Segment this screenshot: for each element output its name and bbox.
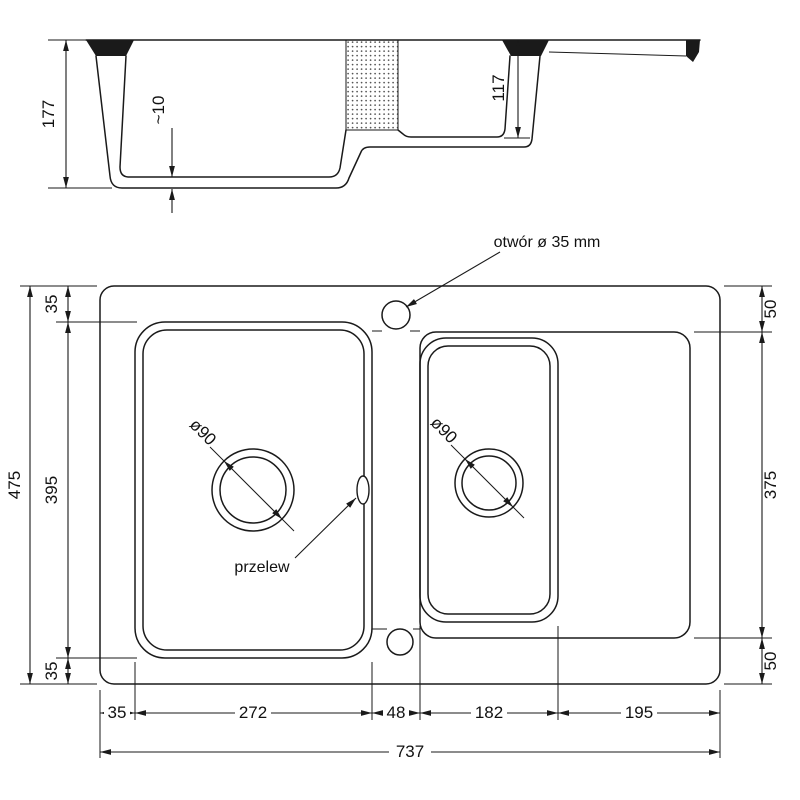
dim-bottom-chain: 35 272 48 182 195	[99, 626, 721, 758]
section-right-rim	[502, 40, 549, 56]
plan-view: ø90 ø90 przelew otwór ø 35 mm	[99, 234, 721, 685]
dim-bottom-4-label: 182	[475, 703, 503, 722]
small-drain-inner	[461, 455, 517, 511]
main-drain-inner	[219, 456, 287, 524]
section-drainboard-end	[686, 40, 700, 62]
section-drainboard-underside	[548, 51, 687, 57]
dim-depth-main-label: 177	[39, 100, 58, 128]
dim-bottom-thickness-label: ~10	[149, 96, 168, 125]
dim-depth-small-label: 117	[489, 74, 508, 101]
small-drain-diameter-label: ø90	[427, 413, 461, 447]
main-bowl-outer	[134, 321, 373, 659]
small-drain-outer	[454, 448, 524, 518]
dim-bottom-5-label: 195	[625, 703, 653, 722]
dim-overall-width-label: 737	[396, 742, 424, 761]
hole-annotation: otwór ø 35 mm	[405, 234, 601, 308]
plan-dimensions: 475 35 395 35 50 375 50	[5, 285, 780, 761]
main-drain-annotation: ø90	[186, 415, 295, 532]
dim-bottom-3-label: 48	[387, 703, 406, 722]
dim-bottom-2-label: 272	[239, 703, 267, 722]
overflow-slot	[356, 475, 370, 505]
dim-overall-width: 737	[100, 742, 720, 761]
divider-strip	[372, 330, 420, 630]
sink-outer-edge	[99, 285, 721, 685]
dim-right-top-label: 50	[761, 300, 780, 319]
drainboard-recess	[419, 331, 691, 639]
hole-annotation-label: otwór ø 35 mm	[494, 234, 601, 251]
dim-left-middle-label: 395	[42, 476, 61, 504]
section-small-bowl-interior	[397, 55, 511, 138]
section-main-bowl-interior	[119, 55, 347, 178]
main-drain-diameter-label: ø90	[186, 415, 220, 449]
main-drain-outer	[211, 448, 295, 532]
overflow-annotation: przelew	[234, 497, 357, 576]
dim-bottom-thickness: ~10	[149, 96, 175, 213]
dim-depth-main: 177	[39, 39, 112, 189]
cross-section-view: 177 ~10 117	[39, 39, 701, 213]
section-divider-material	[345, 39, 399, 131]
dim-right-middle-label: 375	[761, 471, 780, 499]
small-bowl-outer	[419, 337, 559, 623]
dim-left-top-label: 35	[42, 295, 61, 314]
faucet-hole-bottom	[386, 628, 414, 656]
overflow-annotation-label: przelew	[234, 559, 290, 576]
dim-overall-height: 475	[5, 285, 97, 685]
dim-left-chain: 35 395 35	[42, 286, 137, 684]
small-bowl-inner	[427, 345, 551, 615]
dim-right-chain: 50 375 50	[694, 285, 780, 685]
section-exterior-profile	[95, 55, 541, 189]
dim-right-bottom-label: 50	[761, 652, 780, 671]
section-left-rim	[86, 40, 134, 56]
dim-overall-height-label: 475	[5, 471, 24, 499]
dim-depth-small: 117	[489, 40, 530, 139]
dim-left-bottom-label: 35	[42, 662, 61, 681]
dim-bottom-1-label: 35	[108, 703, 127, 722]
faucet-hole-top	[381, 300, 411, 330]
